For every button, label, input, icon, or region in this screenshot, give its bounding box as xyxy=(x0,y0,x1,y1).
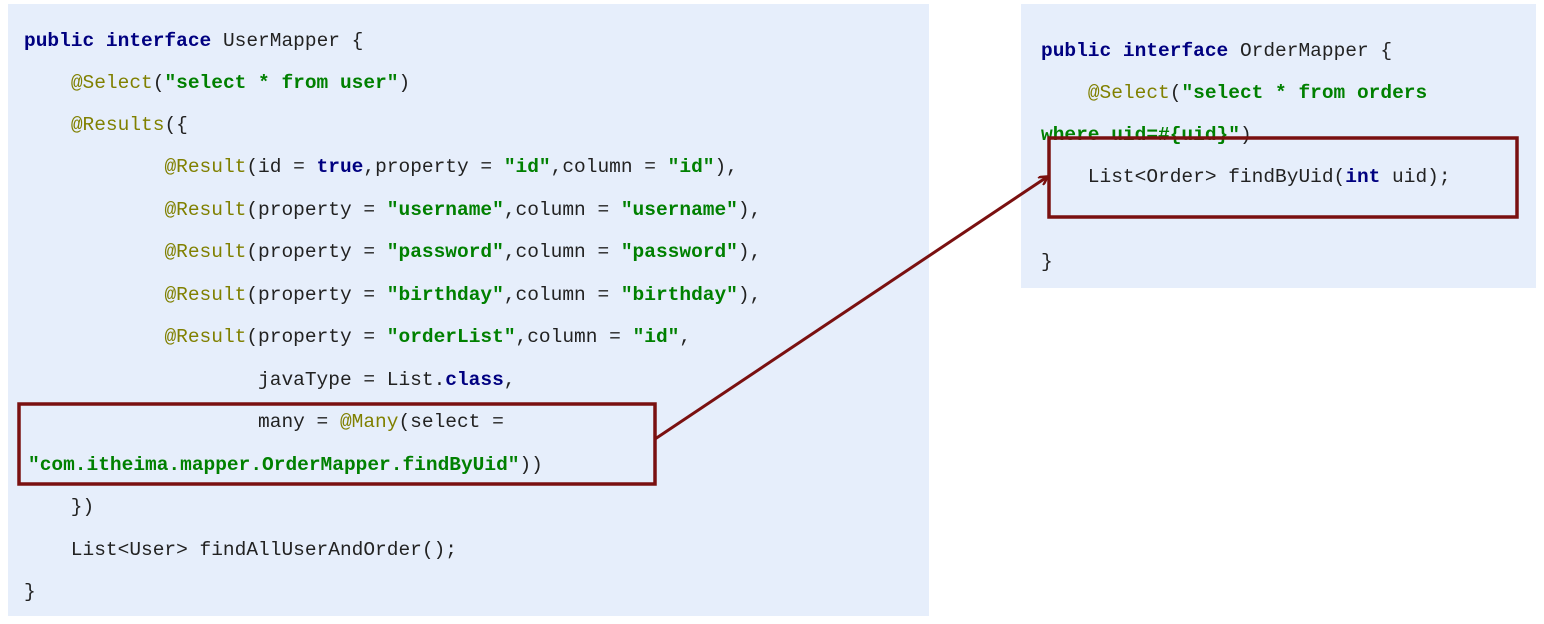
code-line-many-select-target: "com.itheima.mapper.OrderMapper.findByUi… xyxy=(28,454,543,476)
code-line-result-orderlist: @Result(property = "orderList",column = … xyxy=(164,326,692,348)
code-line-result-id: @Result(id = true,property = "id",column… xyxy=(164,156,738,178)
code-line-interface-close: } xyxy=(24,581,36,603)
code-line-user-mapper-declaration: public interface UserMapper { xyxy=(24,30,364,52)
code-line-find-all-user-and-order: List<User> findAllUserAndOrder(); xyxy=(24,539,457,561)
code-line-result-password: @Result(property = "password",column = "… xyxy=(164,241,762,263)
code-line-order-select-where: where uid=#{uid}") xyxy=(1041,124,1252,146)
code-line-order-mapper-declaration: public interface OrderMapper { xyxy=(1041,40,1393,62)
code-line-order-interface-close: } xyxy=(1041,251,1053,273)
code-line-results-close: }) xyxy=(24,496,95,518)
code-line-java-type: javaType = List.class, xyxy=(24,369,516,391)
code-line-order-select-annotation: @Select("select * from orders xyxy=(1087,82,1428,104)
code-line-many-annotation: many = @Many(select = xyxy=(24,411,516,433)
code-line-result-username: @Result(property = "username",column = "… xyxy=(164,199,762,221)
code-line-results-annotation: @Results({ xyxy=(70,114,188,136)
code-line-result-birthday: @Result(property = "birthday",column = "… xyxy=(164,284,762,306)
code-line-find-by-uid: List<Order> findByUid(int uid); xyxy=(1041,166,1451,188)
code-line-select-annotation: @Select("select * from user") xyxy=(70,72,411,94)
